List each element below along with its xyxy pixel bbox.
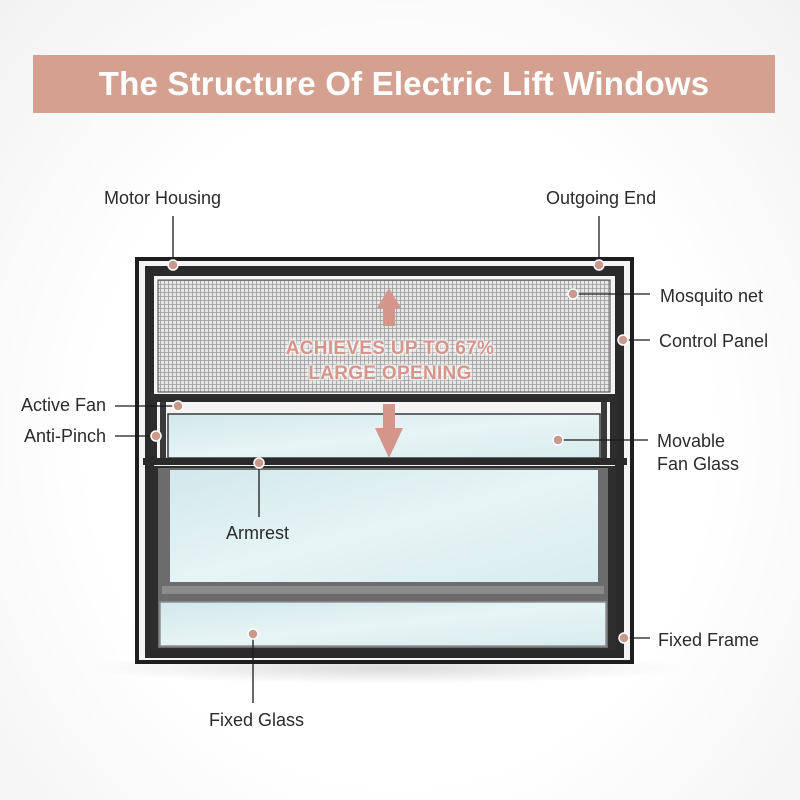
- label-movable-fan-glass-line2: Fan Glass: [657, 454, 740, 474]
- opening-line-1: ACHIEVES UP TO 67%: [285, 338, 495, 359]
- up-arrow-icon: [377, 288, 401, 326]
- label-fixed-frame: Fixed Frame: [658, 630, 760, 650]
- dot-fixed-glass: [247, 628, 259, 640]
- dot-armrest: [253, 457, 265, 469]
- dot-movable-fan-glass: [552, 434, 564, 446]
- dot-mosquito-net: [567, 288, 579, 300]
- fixed-sash: [150, 466, 616, 650]
- page-title: The Structure Of Electric Lift Windows: [98, 65, 710, 102]
- opening-callout: ACHIEVES UP TO 67% LARGE OPENING: [250, 336, 530, 386]
- label-active-fan: Active Fan: [21, 395, 107, 415]
- label-control-panel: Control Panel: [659, 331, 769, 351]
- label-movable-fan-glass-line1: Movable: [657, 431, 726, 451]
- dot-outgoing-end: [593, 259, 605, 271]
- label-fixed-glass: Fixed Glass: [209, 710, 305, 730]
- label-motor-housing: Motor Housing: [104, 188, 222, 208]
- dot-fixed-frame: [618, 632, 630, 644]
- dot-active-fan: [172, 400, 184, 412]
- label-outgoing-end: Outgoing End: [546, 188, 657, 208]
- dot-anti-pinch: [150, 430, 162, 442]
- label-armrest: Armrest: [226, 523, 289, 543]
- armrest-bar: [143, 458, 627, 465]
- label-mosquito-net: Mosquito net: [660, 286, 764, 306]
- label-dots: [150, 259, 630, 644]
- dot-control-panel: [617, 334, 629, 346]
- leader-lines: [115, 216, 650, 703]
- opening-arrows: [375, 288, 403, 458]
- label-anti-pinch: Anti-Pinch: [24, 426, 107, 446]
- opening-line-2: LARGE OPENING: [308, 363, 472, 384]
- dot-motor-housing: [167, 259, 179, 271]
- down-arrow-icon: [375, 404, 403, 458]
- title-banner: The Structure Of Electric Lift Windows: [33, 55, 775, 113]
